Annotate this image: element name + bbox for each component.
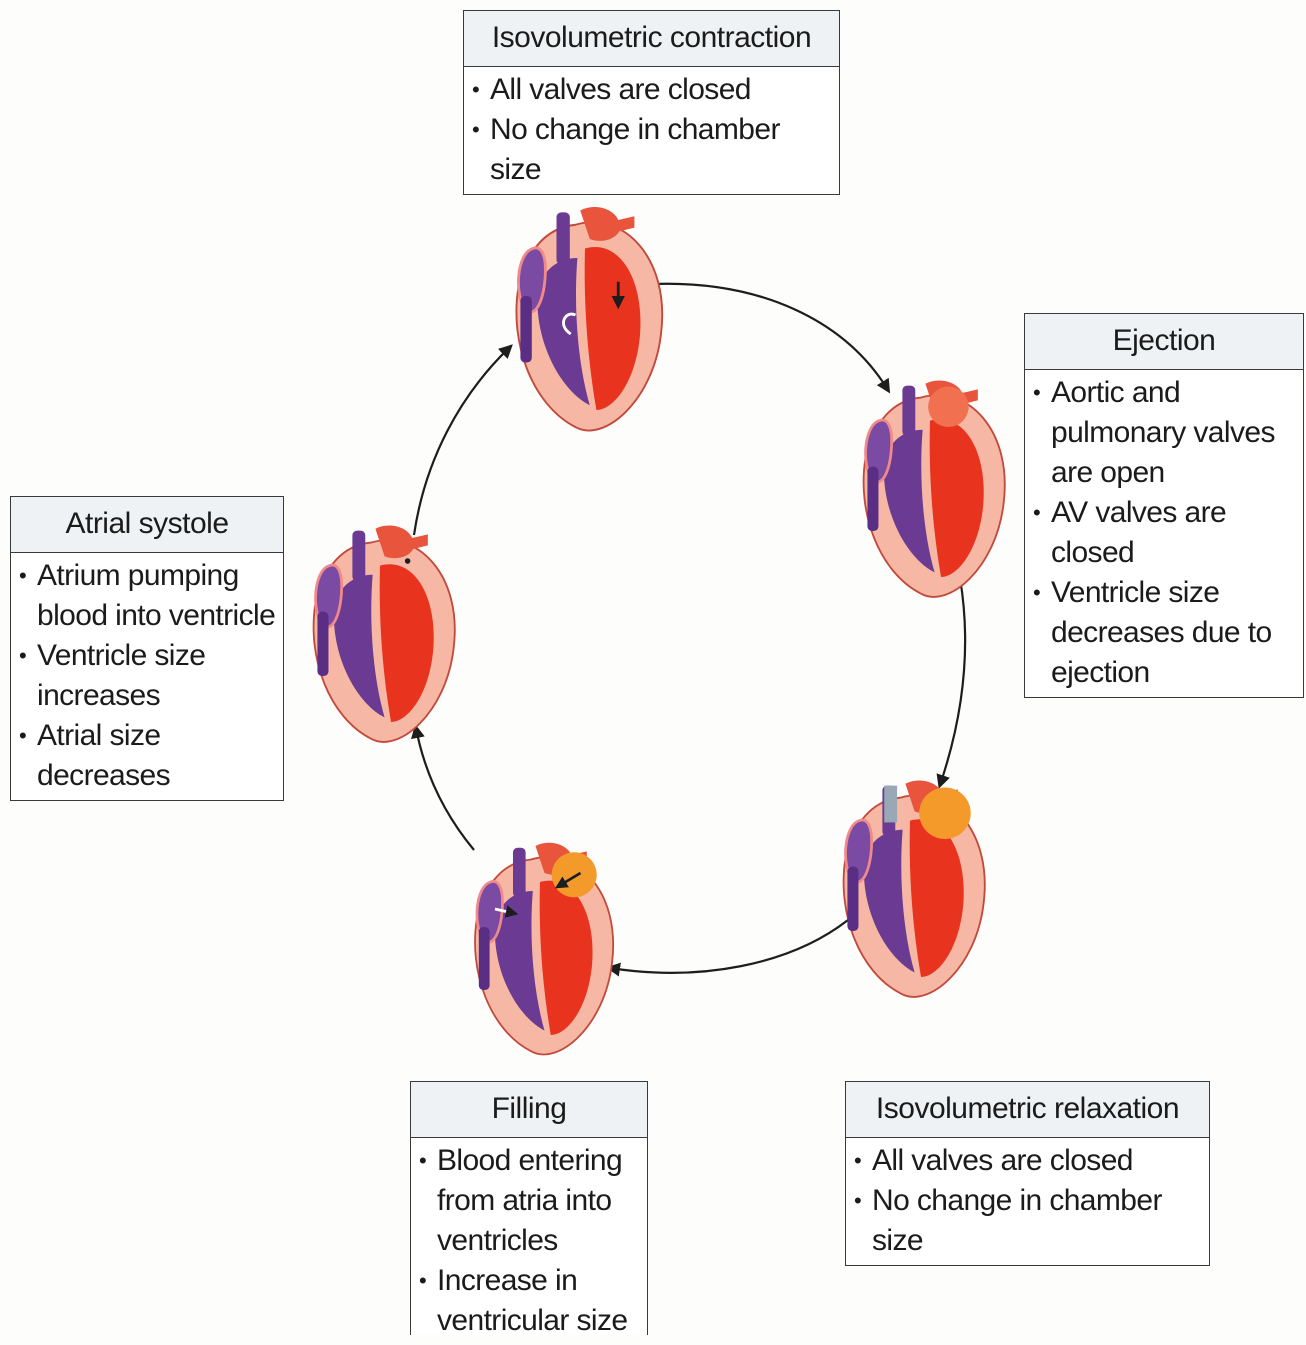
stage-box-atrial-systole: Atrial systole Atrium pumping blood into…	[10, 496, 284, 801]
stage-bullet: AV valves are closed	[1033, 493, 1299, 573]
stage-bullets: Atrium pumping blood into ventricle Vent…	[11, 553, 283, 800]
stage-title: Atrial systole	[11, 497, 283, 553]
heart-isovolumetric-contraction	[516, 207, 662, 430]
stage-title: Filling	[411, 1082, 647, 1138]
stage-bullets: All valves are closed No change in chamb…	[464, 67, 839, 194]
stage-title: Ejection	[1025, 314, 1303, 370]
stage-bullet: Blood entering from atria into ventricle…	[419, 1141, 643, 1261]
stage-box-ejection: Ejection Aortic and pulmonary valves are…	[1024, 313, 1304, 698]
stage-bullet: Ventricle size increases	[19, 636, 279, 716]
arrow-atrial-systole-to-contraction	[414, 347, 510, 535]
stage-title: Isovolumetric relaxation	[846, 1082, 1209, 1138]
stage-box-filling: Filling Blood entering from atria into v…	[410, 1081, 648, 1335]
heart-ejection	[864, 380, 1005, 596]
heart-filling	[475, 843, 613, 1055]
stage-bullets: Blood entering from atria into ventricle…	[411, 1138, 647, 1345]
arrow-ejection-to-relaxation	[940, 578, 965, 785]
heart-atrial-systole	[314, 525, 455, 741]
stage-bullet: Atrial size decreases	[19, 716, 279, 796]
stage-bullet: No change in chamber size	[854, 1181, 1205, 1261]
stage-bullets: Aortic and pulmonary valves are open AV …	[1025, 370, 1303, 697]
heart-isovolumetric-relaxation	[844, 780, 985, 996]
stage-bullet: Ventricle size decreases due to ejection	[1033, 573, 1299, 693]
stage-bullet: Atrium pumping blood into ventricle	[19, 556, 279, 636]
stage-bullet: All valves are closed	[472, 70, 835, 110]
stage-box-isovolumetric-relaxation: Isovolumetric relaxation All valves are …	[845, 1081, 1210, 1266]
stage-bullet: Increase in ventricular size	[419, 1261, 643, 1341]
stage-bullet: No change in chamber size	[472, 110, 835, 190]
arrow-relaxation-to-filling	[610, 920, 848, 973]
arrow-contraction-to-ejection	[652, 284, 888, 390]
stage-bullet: Aortic and pulmonary valves are open	[1033, 373, 1299, 493]
stage-title: Isovolumetric contraction	[464, 11, 839, 67]
arrow-filling-to-atrial-systole	[416, 728, 474, 850]
stage-bullet: All valves are closed	[854, 1141, 1205, 1181]
stage-bullets: All valves are closed No change in chamb…	[846, 1138, 1209, 1265]
stage-box-isovolumetric-contraction: Isovolumetric contraction All valves are…	[463, 10, 840, 195]
